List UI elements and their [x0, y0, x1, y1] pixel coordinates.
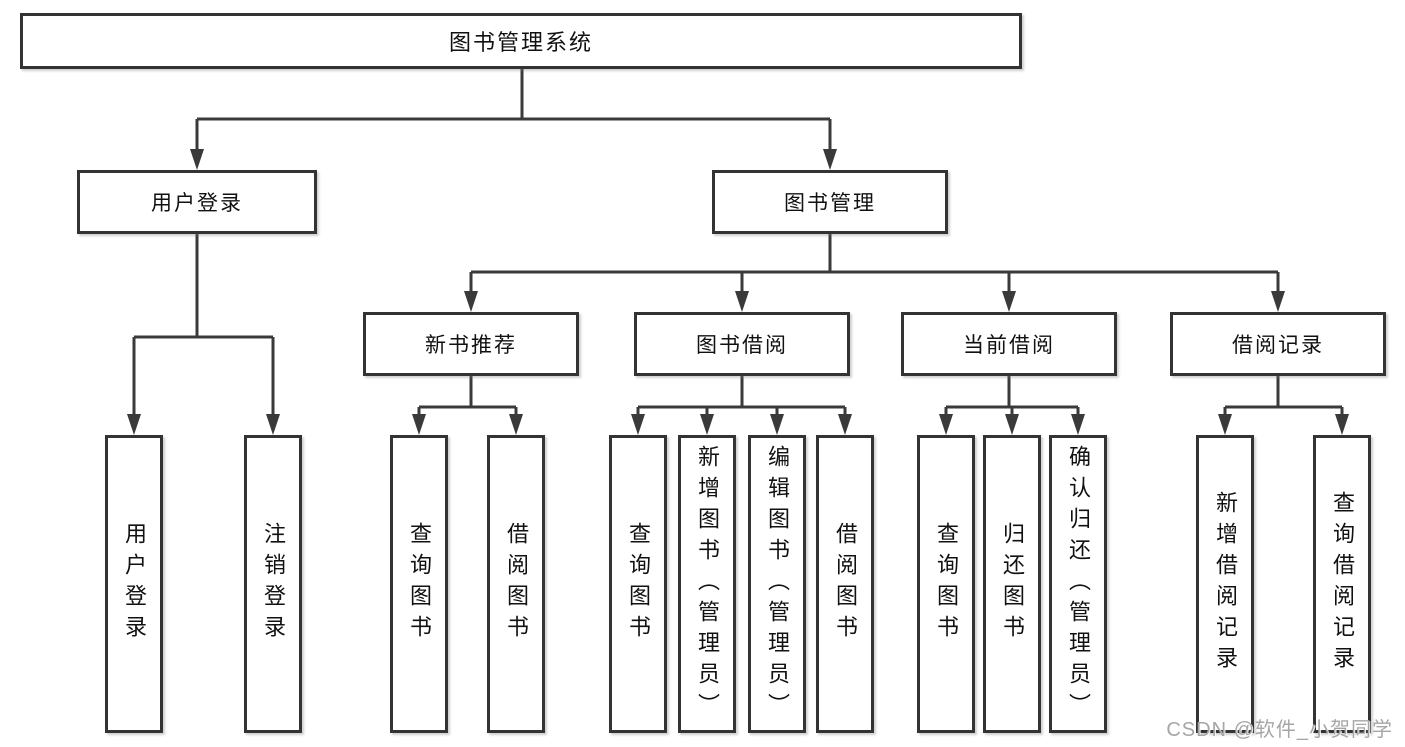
- leaf-query-books-borrow: 查询图书: [609, 435, 667, 733]
- leaf-confirm-return-admin: 确认归还（管理员）: [1049, 435, 1107, 733]
- node-new-book-recommend: 新书推荐: [363, 312, 579, 376]
- node-label: 查询借阅记录: [1330, 491, 1355, 677]
- node-label: 归还图书: [1000, 522, 1025, 646]
- csdn-watermark: CSDN @软件_小贺同学: [1166, 719, 1393, 741]
- leaf-borrow-books: 借阅图书: [816, 435, 874, 733]
- leaf-query-books-current: 查询图书: [917, 435, 975, 733]
- leaf-query-books-recommend: 查询图书: [390, 435, 448, 733]
- node-label: 新增图书（管理员）: [695, 444, 720, 724]
- node-library-management-system: 图书管理系统: [20, 13, 1022, 69]
- node-label: 图书管理系统: [448, 30, 593, 55]
- node-label: 注销登录: [261, 522, 286, 646]
- node-label: 图书借阅: [696, 334, 788, 357]
- node-current-borrow: 当前借阅: [901, 312, 1117, 376]
- leaf-add-borrow-record: 新增借阅记录: [1196, 435, 1254, 733]
- node-label: 借阅图书: [504, 522, 529, 646]
- leaf-edit-books-admin: 编辑图书（管理员）: [748, 435, 806, 733]
- node-label: 用户登录: [122, 522, 147, 646]
- node-book-management: 图书管理: [712, 170, 948, 234]
- node-label: 查询图书: [407, 522, 432, 646]
- leaf-user-login: 用户登录: [105, 435, 163, 733]
- node-label: 确认归还（管理员）: [1066, 444, 1091, 724]
- node-label: 查询图书: [934, 522, 959, 646]
- node-label: 图书管理: [784, 192, 876, 215]
- node-borrow-records: 借阅记录: [1170, 312, 1386, 376]
- node-label: 用户登录: [151, 192, 243, 215]
- leaf-return-books: 归还图书: [983, 435, 1041, 733]
- node-label: 借阅图书: [833, 522, 858, 646]
- leaf-borrow-books-recommend: 借阅图书: [487, 435, 545, 733]
- node-label: 借阅记录: [1232, 334, 1324, 357]
- node-label: 新书推荐: [425, 334, 517, 357]
- leaf-add-books-admin: 新增图书（管理员）: [678, 435, 736, 733]
- node-label: 查询图书: [626, 522, 651, 646]
- leaf-query-borrow-record: 查询借阅记录: [1313, 435, 1371, 733]
- node-user-login: 用户登录: [77, 170, 317, 234]
- node-label: 新增借阅记录: [1213, 491, 1238, 677]
- node-book-borrow: 图书借阅: [634, 312, 850, 376]
- leaf-logout: 注销登录: [244, 435, 302, 733]
- node-label: 当前借阅: [963, 334, 1055, 357]
- node-label: 编辑图书（管理员）: [765, 444, 790, 724]
